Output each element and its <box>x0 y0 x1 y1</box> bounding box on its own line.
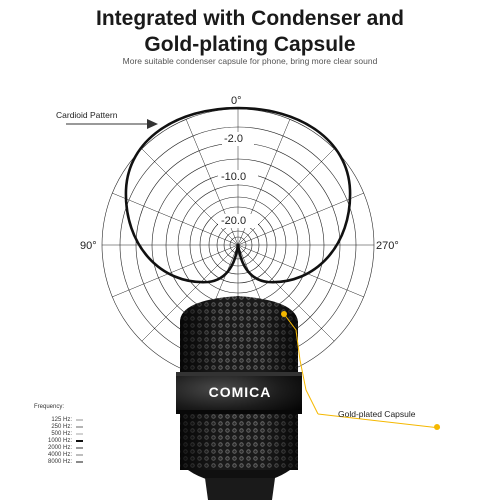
frequency-legend-item: 8000 Hz: <box>34 458 83 465</box>
microphone-graphic <box>176 296 302 500</box>
frequency-legend-label: 8000 Hz: <box>47 458 72 465</box>
frequency-legend-label: 500 Hz: <box>51 430 72 437</box>
frequency-swatch <box>76 432 83 435</box>
ring-label-1: -2.0 <box>224 133 243 145</box>
frequency-legend-item: 2000 Hz: <box>34 444 83 451</box>
frequency-legend: Frequency: 125 Hz:250 Hz:500 Hz:1000 Hz:… <box>34 404 83 465</box>
frequency-legend-item: 500 Hz: <box>34 430 83 437</box>
frequency-swatch <box>76 425 83 428</box>
ring-label-2: -10.0 <box>221 171 247 183</box>
ring-label-3: -20.0 <box>221 215 247 227</box>
frequency-legend-item: 125 Hz: <box>34 416 83 423</box>
frequency-legend-label: 250 Hz: <box>51 423 72 430</box>
frequency-swatch <box>76 418 83 421</box>
capsule-callout <box>283 313 441 430</box>
frequency-legend-title: Frequency: <box>34 404 65 410</box>
frequency-swatch <box>76 446 83 449</box>
frequency-legend-label: 4000 Hz: <box>47 451 72 458</box>
frequency-legend-item: 4000 Hz: <box>34 451 83 458</box>
frequency-swatch <box>76 453 83 456</box>
angle-label-90: 90° <box>80 240 97 252</box>
cardioid-pattern-label: Cardioid Pattern <box>56 110 118 120</box>
cardioid-curve <box>124 106 352 284</box>
frequency-legend-item: 1000 Hz: <box>34 437 83 444</box>
frequency-swatch <box>76 439 83 442</box>
angle-label-270: 270° <box>376 240 399 252</box>
frequency-legend-label: 1000 Hz: <box>47 437 72 444</box>
frequency-legend-item: 250 Hz: <box>34 423 83 430</box>
capsule-label: Gold-plated Capsule <box>338 409 416 419</box>
page-title-line-1: Integrated with Condenser and <box>95 7 405 30</box>
frequency-swatch <box>76 460 83 463</box>
angle-label-0: 0° <box>231 95 242 107</box>
brand-logo: COMICA <box>208 384 272 400</box>
cardioid-arrow <box>66 119 158 129</box>
page-subtitle: More suitable condenser capsule for phon… <box>122 56 378 66</box>
frequency-legend-label: 125 Hz: <box>51 416 72 423</box>
frequency-legend-label: 2000 Hz: <box>47 444 72 451</box>
page-title-line-2: Gold-plating Capsule <box>144 33 356 56</box>
